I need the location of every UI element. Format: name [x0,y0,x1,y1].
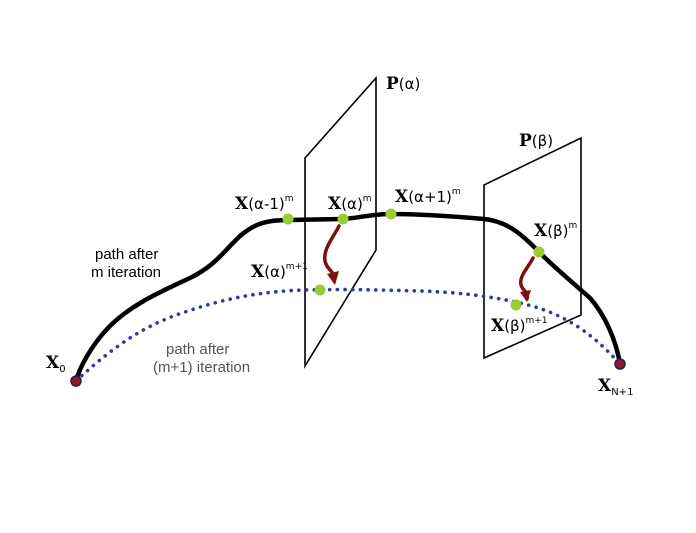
plane-label-beta: P(β) [519,133,553,150]
label-x-alpha-minus-1-m-arg: (α-1) [248,195,285,213]
label-path-m: path after m iteration [91,246,161,282]
label-x-alpha-minus-1-m: X(α-1)m [235,194,294,214]
label-x0-sub: 0 [59,364,66,375]
plane-label-beta-letter: P [519,131,532,151]
label-x-alpha-m: X(α)m [328,194,372,214]
label-x-alpha-m-plus-1-sup: m+1 [285,262,308,272]
label-x-alpha-m-plus-1: X(α)m+1 [251,262,308,282]
plane-p-alpha [304,75,377,369]
node-x-beta-m-plus-1 [510,299,522,311]
label-x-alpha-m-main: X [328,194,342,214]
label-x-alpha-m-plus-1-arg: (α) [264,263,286,281]
plane-label-alpha: P(α) [386,76,420,93]
node-x-alpha-m-plus-1 [314,284,326,296]
label-x-beta-m-plus-1-sup: m+1 [525,316,548,326]
label-x-alpha-m-arg: (α) [341,195,363,213]
label-x-alpha-plus-1-m: X(α+1)m [395,187,461,207]
label-path-m-plus-1-line2: (m+1) iteration [153,359,251,376]
plane-label-beta-arg: (β) [531,132,554,150]
label-xn1-sub: N+1 [611,387,634,398]
label-path-m-plus-1-line1: path after [166,341,230,358]
label-xn1-main: X [598,376,612,396]
label-x-beta-m-arg: (β) [547,222,569,240]
node-x-alpha-m [337,213,349,225]
label-x-alpha-plus-1-m-main: X [395,187,409,207]
plane-label-alpha-letter: P [386,74,399,94]
label-x0: X0 [46,353,66,375]
label-x0-main: X [46,353,60,373]
path-m [73,211,623,384]
endpoint-xn1 [614,358,626,370]
label-x-alpha-plus-1-m-arg: (α+1) [408,188,452,206]
label-x-alpha-m-sup: m [362,194,372,204]
label-x-beta-m-sup: m [568,221,578,231]
label-x-beta-m: X(β)m [534,221,578,241]
node-x-alpha-minus-1-m [282,213,294,225]
node-x-beta-m [533,246,545,258]
label-x-beta-m-plus-1-main: X [491,316,505,336]
label-x-alpha-m-plus-1-main: X [251,262,265,282]
label-x-alpha-minus-1-m-sup: m [284,194,294,204]
update-arrowhead-beta [520,290,531,302]
label-path-m-line1: path after [95,246,159,263]
endpoint-x0 [70,375,82,387]
label-x-alpha-plus-1-m-sup: m [451,187,461,197]
label-x-beta-m-plus-1-arg: (β) [504,317,526,335]
plane-p-beta [483,136,582,360]
update-arrowhead-alpha [327,271,339,285]
node-x-alpha-plus-1-m [385,208,397,220]
label-x-beta-m-main: X [534,221,548,241]
label-path-m-line2: m iteration [91,264,162,281]
label-x-beta-m-plus-1: X(β)m+1 [491,316,548,336]
label-x-alpha-minus-1-m-main: X [235,194,249,214]
plane-label-alpha-arg: (α) [398,75,421,93]
label-xn1: XN+1 [598,376,634,398]
label-path-m-plus-1: path after (m+1) iteration [153,341,250,377]
